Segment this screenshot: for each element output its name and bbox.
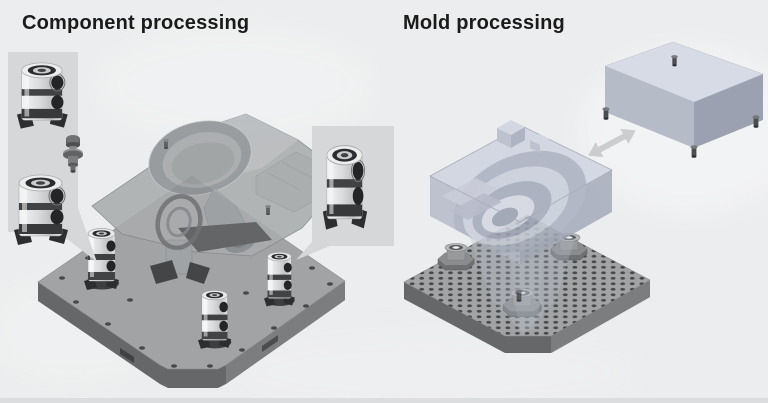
plate-bolt-holes (59, 256, 333, 368)
zero-point-clamp-icon (13, 174, 69, 246)
front-clamp-ring (150, 194, 210, 284)
mold-processing-illustration (403, 41, 764, 353)
side-slot (120, 348, 134, 363)
workpiece-casting (91, 113, 333, 257)
swap-arrow-icon (588, 128, 636, 158)
bottom-edge-shadow (0, 398, 768, 403)
mold-cavity-block (429, 120, 613, 334)
perforated-base-plate (403, 214, 651, 353)
zero-point-clamp-icon (16, 62, 69, 130)
side-slot (262, 335, 278, 352)
raw-mold-block (602, 41, 764, 158)
component-processing-illustration (8, 52, 394, 388)
right-figure-title: Mold processing (403, 12, 565, 34)
zero-point-clamp-icon (322, 145, 368, 231)
clamp-detail-callout-right (296, 126, 394, 260)
hole-grid (404, 215, 650, 336)
left-figure-title: Component processing (22, 12, 250, 34)
clamping-tower (83, 228, 120, 291)
clamping-tower (197, 289, 232, 350)
clamping-tower (263, 251, 296, 307)
clamp-detail-callout-left (8, 52, 97, 262)
